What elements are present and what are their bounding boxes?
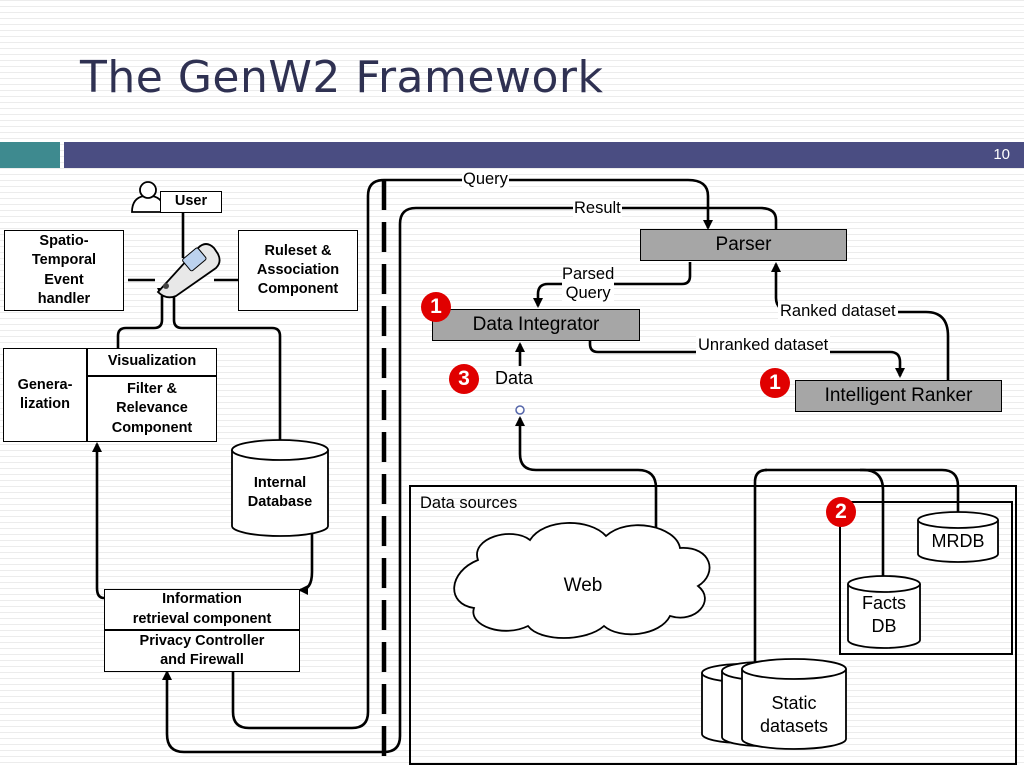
slide-title: The GenW2 Framework [80,52,604,103]
ranked-dataset-label: Ranked dataset [778,302,898,321]
device-visualization-link [116,288,167,350]
badge-data-integrator: 1 [421,292,451,322]
mobile-device-icon [156,243,221,299]
parser-integrator-link [533,262,692,308]
generalization-box: Genera- lization [3,348,87,442]
mrdb-cylinder [917,511,999,563]
visualization-box: Visualization [87,348,217,376]
slide-number: 10 [993,146,1010,163]
title-bar [64,142,1024,168]
user-icon [131,181,165,213]
filter-relevance-component: Filter & Relevance Component [87,376,217,442]
static-datasets-cylinders [701,658,847,750]
title-bar-accent [0,142,60,168]
result-label: Result [573,199,622,218]
device-database-link [172,296,285,450]
mrdb-source-line [860,468,960,512]
information-retrieval-component: Information retrieval component [104,589,300,630]
data-integrator-box: Data Integrator [432,309,640,341]
mrdb-label: MRDB [931,531,985,551]
facts-db-cylinder [847,575,921,649]
static-datasets-label: Static datasets [759,693,829,736]
badge-data: 3 [449,364,479,394]
privacy-controller-firewall: Privacy Controller and Firewall [104,630,300,672]
web-cloud [453,522,711,639]
privacy-query-link [231,178,713,730]
spatio-temporal-event-handler: Spatio- Temporal Event handler [4,230,124,311]
ruleset-association-component: Ruleset & Association Component [238,230,358,311]
data-connector [515,405,525,415]
data-label: Data [495,368,534,388]
web-label: Web [563,575,603,596]
sources-data-link [515,416,658,548]
data-sources-frame [409,485,1017,765]
ranker-parser-link [771,262,950,380]
parser-box: Parser [640,229,847,261]
badge-intelligent-ranker: 1 [760,368,790,398]
databases-subframe [839,501,1013,655]
data-sources-title: Data sources [420,494,518,512]
internal-database-label: Internal Database [247,475,313,511]
facts-db-label: Facts DB [861,593,906,636]
result-privacy-link [162,206,778,754]
parsed-query-label: Parsed Query [562,265,615,303]
user-box: User [160,191,222,213]
badge-data-sources: 2 [826,497,856,527]
internal-database-cylinder [231,439,329,537]
unranked-dataset-label: Unranked dataset [696,336,831,355]
static-source-line [753,468,768,666]
query-label: Query [462,170,509,189]
retrieval-generalization-link [92,442,105,600]
intelligent-ranker-box: Intelligent Ranker [795,380,1002,412]
database-retrieval-link [298,532,314,595]
